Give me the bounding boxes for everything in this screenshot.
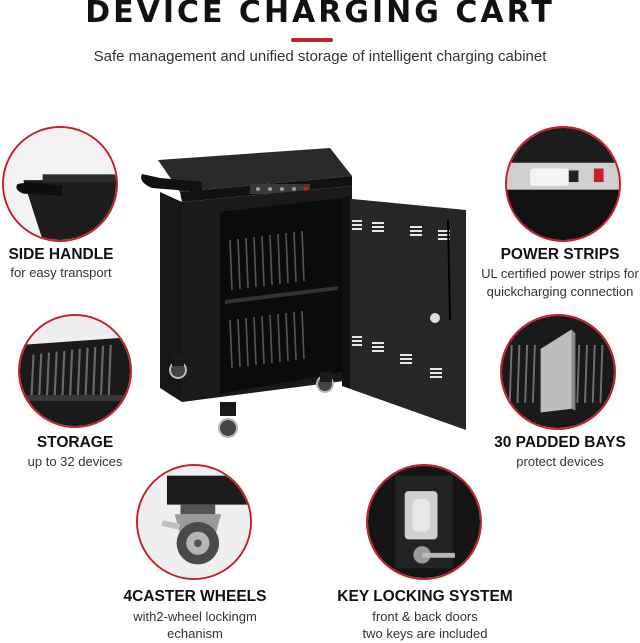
key-lock-photo [366,464,482,580]
power-strip-photo [505,126,621,242]
page-subtitle: Safe management and unified storage of i… [93,48,547,65]
title-accent-rule [291,38,333,42]
key-locking-desc-line-1: front & back doors [372,609,478,624]
padded-bays-title: 30 PADDED BAYS [494,434,626,451]
padded-bays-photo [500,314,616,430]
caster-wheels-desc-line-1: with2-wheel lockingm [133,609,257,624]
power-strips-desc-line-2: quickcharging connection [486,284,634,299]
side-handle-photo [2,126,118,242]
caster-wheels-desc-line-2: echanism [167,626,223,641]
padded-bays-desc-line-1: protect devices [516,454,604,469]
storage-desc-line-1: up to 32 devices [27,454,123,469]
caster-wheels-title: 4CASTER WHEELS [123,588,267,605]
charging-cart-photo [130,140,475,445]
side-handle-desc-line-1: for easy transport [10,265,112,280]
page-title: DEVICE CHARGING CART [85,0,555,30]
side-handle-title: SIDE HANDLE [8,246,114,263]
power-strips-title: POWER STRIPS [500,246,620,263]
caster-wheel-photo [136,464,252,580]
key-locking-desc-line-2: two keys are included [362,626,488,641]
storage-slots-photo [18,314,132,428]
key-locking-title: KEY LOCKING SYSTEM [337,588,513,605]
storage-title: STORAGE [36,434,114,451]
power-strips-desc-line-1: UL certified power strips for [481,266,639,281]
